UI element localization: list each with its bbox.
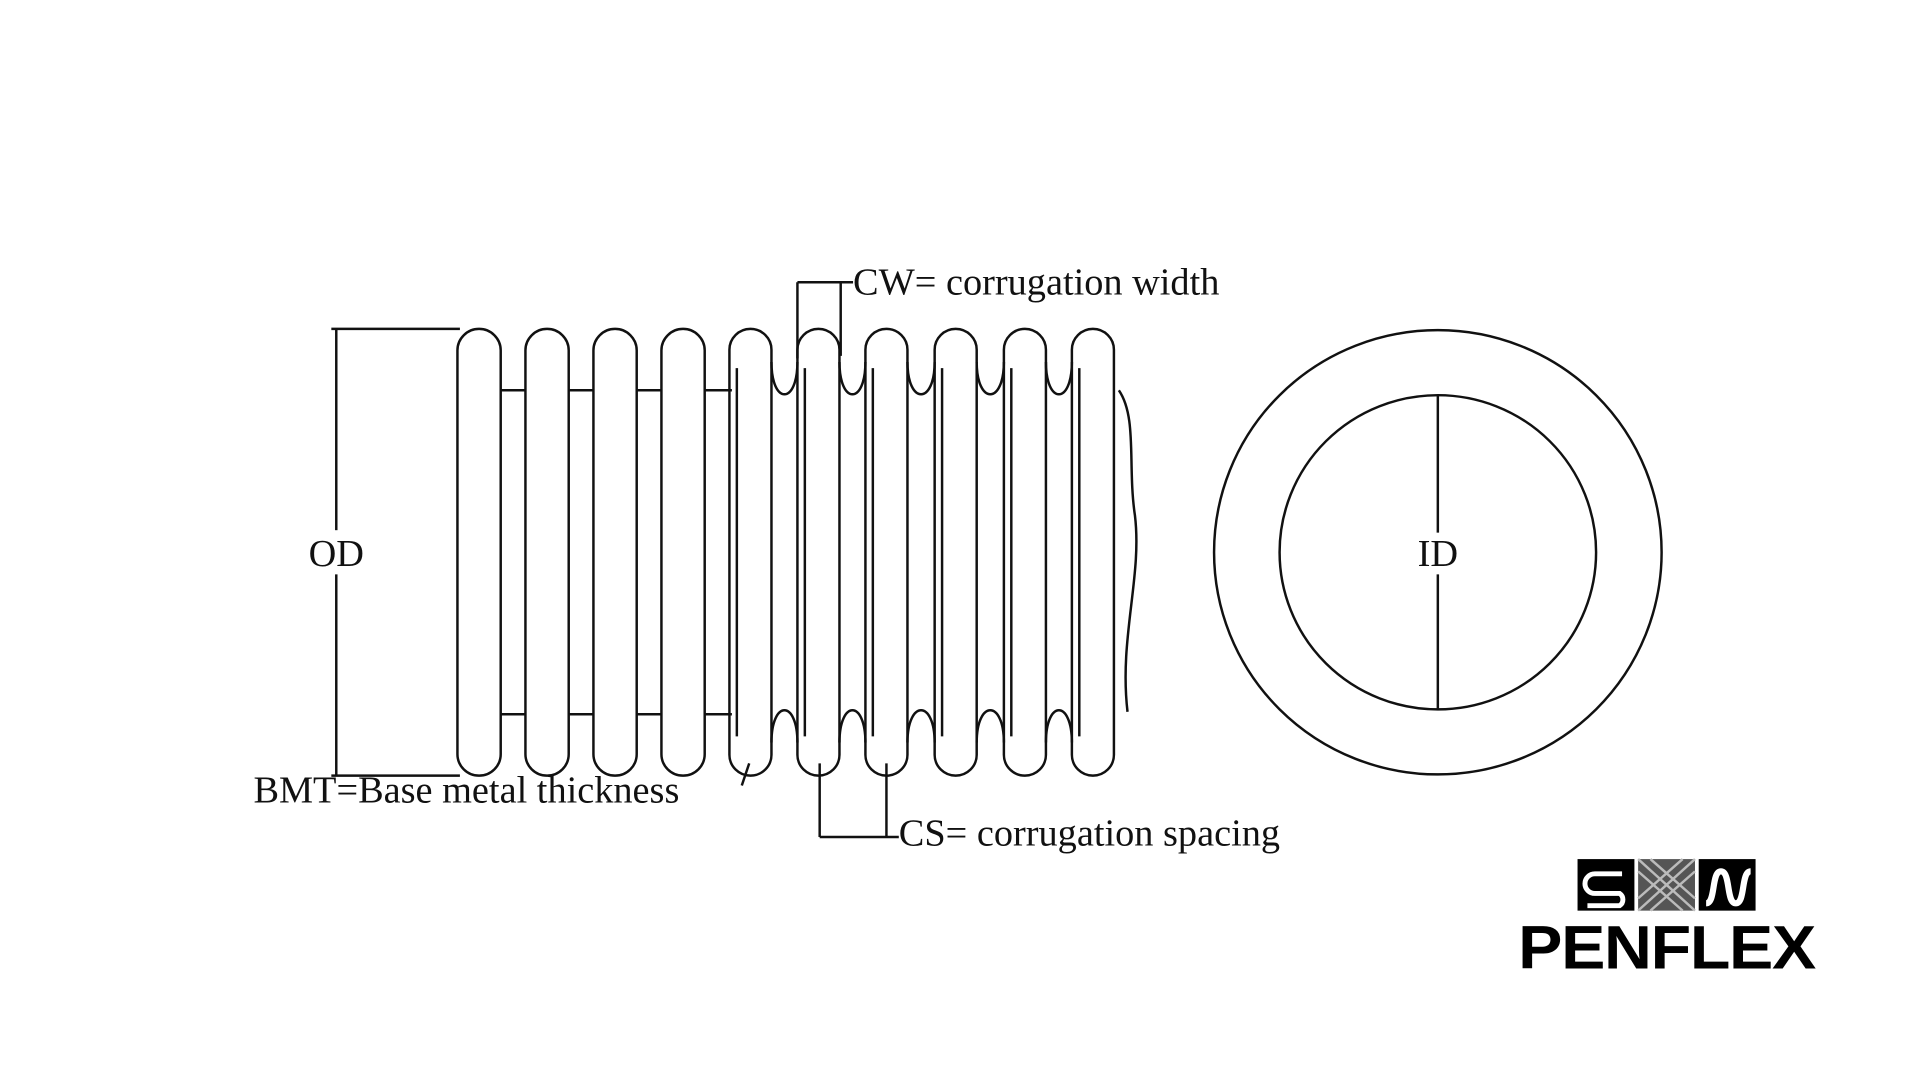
hose-corrugated-section	[728, 327, 1116, 777]
od-label: OD	[309, 533, 364, 575]
hose-uncompressed-section	[456, 327, 732, 777]
id-label: ID	[1418, 533, 1458, 575]
hose-broken-end	[1117, 389, 1138, 712]
cw-label: CW= corrugation width	[853, 262, 1219, 304]
hose-corrugation	[592, 327, 638, 777]
hose-valley	[975, 709, 1006, 743]
cs-label: CS= corrugation spacing	[899, 813, 1280, 855]
hose-valley	[906, 709, 936, 743]
hose-corrugation	[1070, 327, 1116, 777]
bmt-label: BMT=Base metal thickness	[253, 770, 679, 812]
cw-dimension: CW= corrugation width	[796, 262, 1219, 359]
logo-text: PENFLEX	[1518, 914, 1816, 983]
hose-valley	[975, 362, 1006, 396]
hose-valley	[770, 709, 799, 743]
hose-corrugation	[456, 327, 502, 777]
hose-valley	[1044, 362, 1074, 396]
hose-corrugation	[728, 327, 773, 777]
hose-valley	[838, 362, 867, 396]
hose-corrugation	[1002, 327, 1048, 777]
hose-valley	[838, 709, 867, 743]
hose-corrugation	[524, 327, 570, 777]
hose-cross-section: ID	[1212, 328, 1663, 776]
od-dimension: OD	[296, 327, 460, 777]
cs-dimension: CS= corrugation spacing	[818, 763, 1280, 855]
bmt-callout: BMT=Base metal thickness	[253, 762, 751, 812]
hose-valley	[1044, 709, 1074, 743]
hose-valley	[906, 362, 936, 396]
hose-corrugation	[660, 327, 706, 777]
penflex-logo: PENFLEX	[1518, 858, 1817, 983]
hose-corrugation	[933, 327, 978, 777]
hose-valley	[770, 362, 799, 396]
